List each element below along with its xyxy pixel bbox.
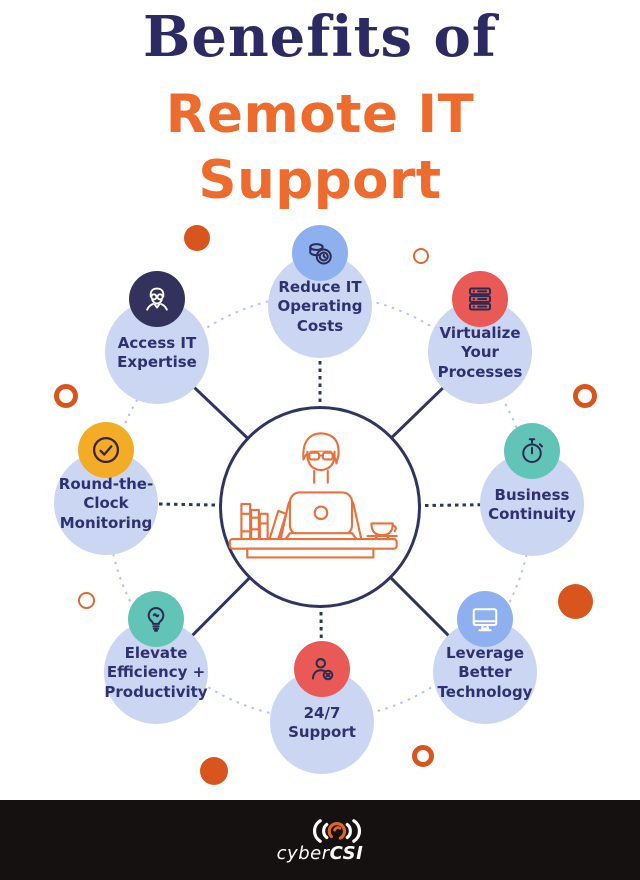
benefit-label: Leverage Better Technology — [437, 644, 533, 701]
cybercsi-logo-text: cyberCSI — [277, 843, 364, 864]
page-subtitle: Remote IT Support — [165, 84, 475, 211]
brand-bold: CSI — [329, 842, 364, 864]
cybercsi-logo: cyberCSI — [272, 817, 368, 864]
benefit-bubble-elevate-efficiency: Elevate Efficiency + Productivity — [104, 591, 208, 724]
benefit-bubble-virtualize: Virtualize Your Processes — [428, 271, 532, 404]
benefit-label: Reduce IT Operating Costs — [277, 278, 363, 335]
benefit-bubble-round-the-clock: Round-the- Clock Monitoring — [54, 422, 158, 555]
cybercsi-logo-mark — [313, 818, 361, 843]
check-circle-icon — [78, 422, 134, 478]
support-agent-icon — [294, 641, 350, 697]
benefit-bubble-247-support: 24/7 Support — [270, 641, 374, 774]
benefit-label: Virtualize Your Processes — [437, 324, 523, 381]
decor-dot — [184, 225, 210, 251]
footer-bar: cyberCSI — [0, 800, 640, 880]
benefit-label: Business Continuity — [488, 485, 576, 523]
decor-dot — [200, 757, 228, 785]
benefit-bubble-reduce-costs: Reduce IT Operating Costs — [268, 225, 372, 358]
server-icon — [452, 271, 508, 327]
benefit-bubble-access-expertise: Access IT Expertise — [105, 271, 209, 404]
benefit-bubble-business-continuity: Business Continuity — [480, 423, 584, 556]
page-title: Benefits of — [143, 4, 497, 70]
decor-ring — [413, 248, 429, 264]
benefit-label: Round-the- Clock Monitoring — [58, 475, 154, 532]
decor-ring — [78, 592, 95, 609]
benefit-label: 24/7 Support — [288, 703, 356, 741]
decor-ring — [573, 384, 597, 408]
man-at-desk-illustration — [228, 432, 398, 559]
benefit-bubble-leverage-technology: Leverage Better Technology — [433, 591, 537, 724]
benefit-label: Access IT Expertise — [117, 333, 197, 371]
center-illustration — [219, 406, 421, 608]
it-expert-icon — [129, 271, 185, 327]
monitor-icon — [457, 591, 513, 647]
stopwatch-icon — [504, 423, 560, 479]
decor-ring — [412, 745, 434, 767]
decor-dot — [558, 584, 593, 619]
coins-icon — [292, 225, 348, 281]
decor-ring — [54, 384, 78, 408]
lightbulb-icon — [128, 591, 184, 647]
benefit-label: Elevate Efficiency + Productivity — [104, 644, 208, 701]
brand-light: cyber — [276, 842, 330, 864]
